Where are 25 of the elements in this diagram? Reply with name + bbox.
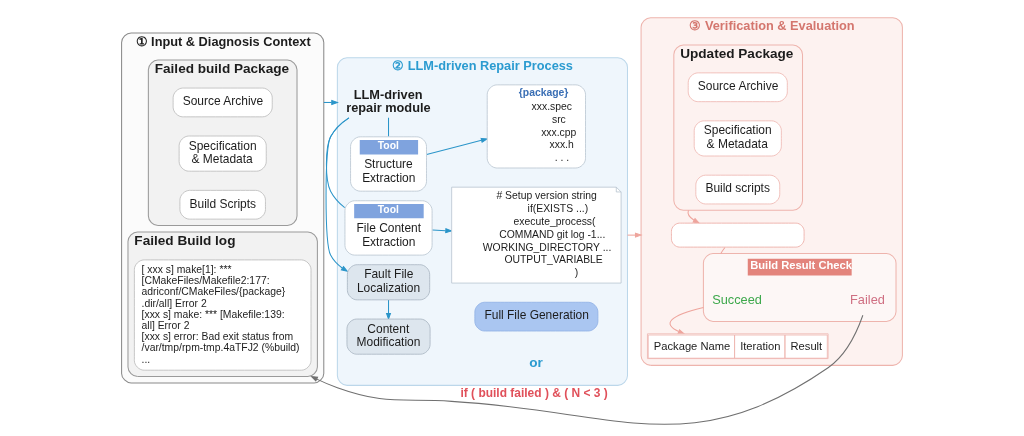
node-box	[670, 222, 805, 248]
node-box: Source Archive	[687, 72, 788, 103]
node-box: Tool Structure Extraction	[350, 136, 427, 192]
node-text: Succeed	[712, 291, 762, 307]
node-box: Specification & Metadata	[693, 120, 782, 157]
node-box: Full File Generation	[474, 301, 599, 332]
edge-label: if ( build failed ) & ( N < 3 )	[460, 385, 608, 400]
node-text: Failed	[850, 291, 885, 307]
arrow	[426, 137, 489, 155]
node-box: {package} xxx.spec src xxx.cpp xxx.h . . .	[486, 84, 586, 169]
node-box: Content Modification	[346, 318, 431, 355]
node-box: Source Archive	[172, 87, 273, 118]
node-box: [ xxx s] make[1]: *** [CMakeFiles/Makefile2:177: adriconf/CMakeFiles/{package} .dir/all] Error 2 [xxx s] make: *** [Makefile:139: all] Error 2 [xxx s] error: Bad exit status from /var/tmp/rpm-tmp.4aTFJ2 (%build) ...	[134, 259, 312, 371]
arrow	[431, 228, 453, 234]
node-box: Fault File Localization	[346, 264, 431, 301]
node-text: LLM-driven repair module	[346, 87, 431, 115]
arrow	[310, 314, 864, 425]
connector	[388, 117, 390, 138]
arrow	[325, 117, 350, 273]
connector	[720, 246, 726, 254]
label: or	[529, 355, 543, 371]
node-box: Build Scripts	[179, 189, 266, 220]
node-box: Build scripts	[695, 174, 781, 205]
node-box: Specification & Metadata	[178, 135, 267, 172]
arrow	[626, 232, 643, 238]
